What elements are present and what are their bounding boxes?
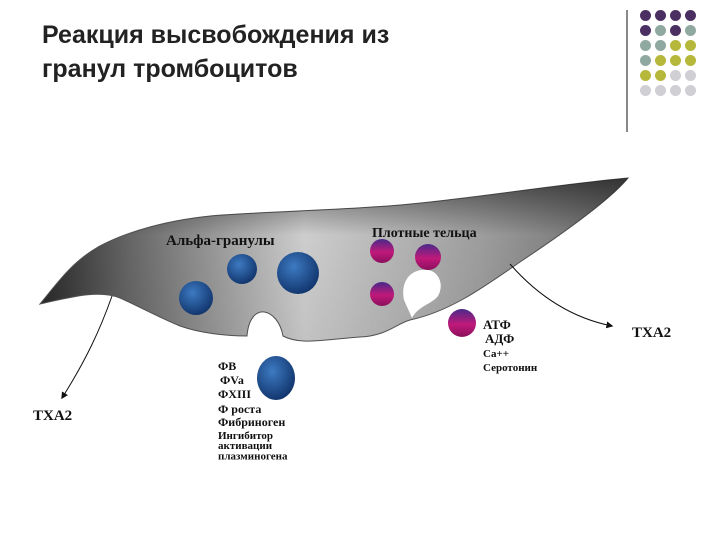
title-line-1: Реакция высвобождения из <box>42 21 390 49</box>
alpha-granules-label: Альфа-гранулы <box>166 233 275 249</box>
released-substance-label: Ингибитор <box>218 430 273 442</box>
decor-dot <box>640 55 651 66</box>
alpha-granule <box>277 252 319 294</box>
txa2-arrow-left <box>61 295 113 400</box>
decor-dot <box>670 55 681 66</box>
decor-dot <box>655 85 666 96</box>
decor-dot <box>640 40 651 51</box>
released-substance-label: ФХIII <box>218 387 251 401</box>
decor-dot <box>640 85 651 96</box>
decor-dot <box>655 10 666 21</box>
decor-dot <box>670 40 681 51</box>
decor-dot <box>685 25 696 36</box>
decor-dot <box>640 70 651 81</box>
decor-dot <box>685 70 696 81</box>
decor-dot <box>640 10 651 21</box>
decor-dot <box>685 85 696 96</box>
decor-dot <box>670 10 681 21</box>
released-substance-label: Са++ <box>483 348 509 360</box>
decor-dot <box>655 70 666 81</box>
decor-dot <box>640 25 651 36</box>
title-divider-line <box>626 10 628 132</box>
dense-bodies-label: Плотные тельца <box>372 226 477 241</box>
released-substance-label: ФВ <box>218 359 236 373</box>
txa2-right-label: ТХА2 <box>632 325 671 341</box>
decor-dot <box>670 25 681 36</box>
released-substance-label: плазминогена <box>218 451 288 463</box>
alpha-granule <box>179 281 213 315</box>
alpha-granule <box>227 254 257 284</box>
released-substance-label: АДФ <box>485 331 514 346</box>
slide-title: Реакция высвобождения из гранул тромбоци… <box>42 18 602 86</box>
released-substance-label: Серотонин <box>483 362 538 374</box>
released-substance-label: Фибриноген <box>218 415 285 429</box>
dense-granule <box>370 239 394 263</box>
released-substance-label: АТФ <box>483 317 511 332</box>
released-substance-label: активации <box>218 440 273 452</box>
txa2-left-label: ТХА2 <box>33 408 72 424</box>
dense-granule <box>370 282 394 306</box>
decor-dot <box>670 70 681 81</box>
released-substance-label: ФVa <box>220 373 244 387</box>
decor-dot <box>655 40 666 51</box>
decor-dot <box>685 10 696 21</box>
dense-granule-released <box>448 309 476 337</box>
title-line-2: гранул тромбоцитов <box>42 55 298 83</box>
platelet-cell-shade <box>40 178 628 342</box>
decor-dot <box>655 55 666 66</box>
dense-granule <box>415 244 441 270</box>
released-substance-label: Ф роста <box>218 402 261 416</box>
decor-dot <box>685 55 696 66</box>
decor-dot <box>670 85 681 96</box>
txa2-arrow-right <box>509 263 614 329</box>
decor-dot <box>655 25 666 36</box>
membrane-opening <box>403 269 441 318</box>
alpha-granule-released <box>257 356 295 400</box>
decor-dot <box>685 40 696 51</box>
